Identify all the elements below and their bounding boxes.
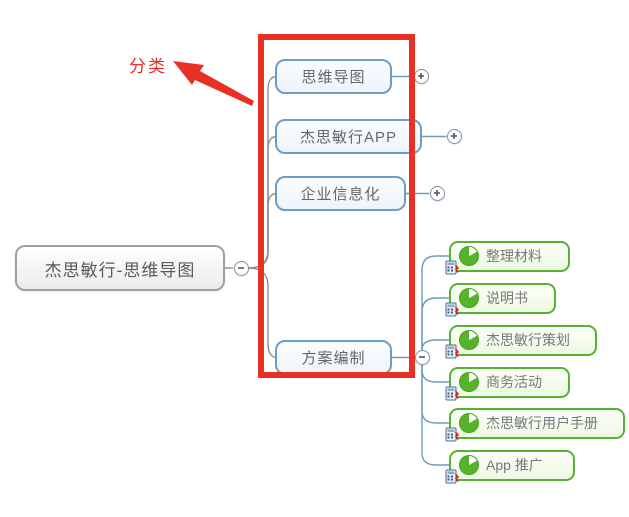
branch-node-qiyexinxihua[interactable]: 企业信息化 [275,176,406,211]
minus-icon [238,267,244,269]
task-node[interactable]: 杰思敏行策划 [445,324,597,358]
task-progress-icon [459,246,479,266]
task-progress-icon [459,288,479,308]
expand-button-qiyexinxihua[interactable] [429,185,445,201]
task-progress-icon [459,413,479,433]
annotation-arrow-icon [173,61,254,106]
branch-label: 思维导图 [301,69,366,86]
task-node[interactable]: 商务活动 [445,366,570,400]
task-progress-icon [459,372,479,392]
calculator-icon [445,427,459,441]
root-topic[interactable]: 杰思敏行-思维导图 [15,245,225,291]
calculator-icon [445,469,459,483]
branch-node-fanganbianzhi[interactable]: 方案编制 [275,340,392,375]
plus-icon [434,190,440,196]
task-label: 说明书 [486,290,528,306]
highlight-rectangle [258,34,415,378]
calculator-icon [445,344,459,358]
collapse-button-fanganbianzhi[interactable] [414,349,430,365]
calculator-icon [445,302,459,316]
root-collapse-button[interactable] [233,260,249,276]
plus-icon [418,73,424,79]
task-node[interactable]: 说明书 [445,282,556,316]
expand-button-siweidaotu[interactable] [413,68,429,84]
root-topic-label: 杰思敏行-思维导图 [44,260,196,280]
branch-label: 方案编制 [301,350,366,367]
branch-connectors [392,75,450,466]
branch-label: 杰思敏行APP [299,129,397,146]
task-label: 整理材料 [486,248,542,264]
task-progress-icon [459,330,479,350]
branch-node-siweidaotu[interactable]: 思维导图 [275,59,392,94]
calculator-icon [445,260,459,274]
task-node[interactable]: 整理材料 [445,240,570,274]
task-progress-icon [459,455,479,475]
plus-icon [451,133,457,139]
minus-icon [419,356,425,358]
annotation-label: 分类 [129,57,167,76]
calculator-icon [445,386,459,400]
task-label: 杰思敏行用户手册 [486,415,598,431]
task-label: 杰思敏行策划 [486,332,570,348]
task-node[interactable]: App 推广 [445,449,575,483]
branch-label: 企业信息化 [300,186,381,203]
branch-node-app[interactable]: 杰思敏行APP [275,119,422,154]
task-node[interactable]: 杰思敏行用户手册 [445,407,625,441]
task-label: 商务活动 [486,374,542,390]
task-label: App 推广 [486,457,543,473]
expand-button-app[interactable] [446,128,462,144]
